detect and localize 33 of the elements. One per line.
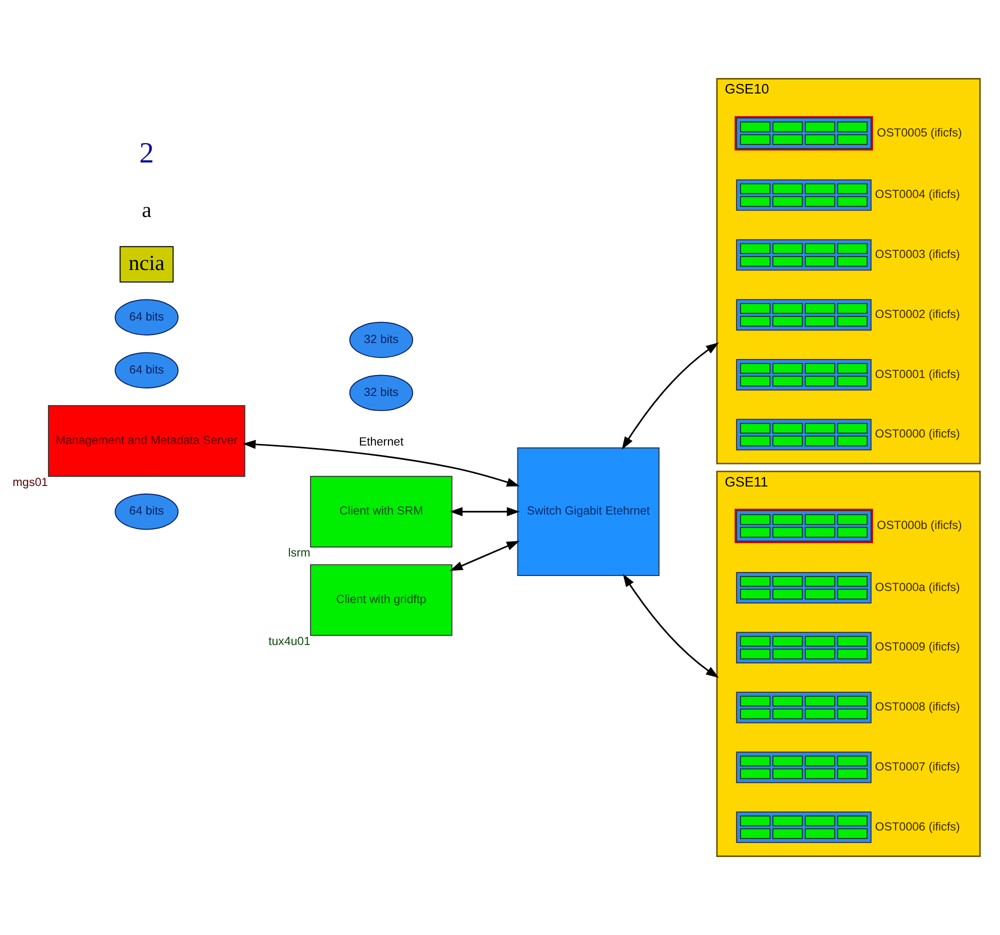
node-box: Management and Metadata Server — [48, 405, 246, 477]
node-label: OST0007 (ificfs) — [874, 760, 960, 774]
node-label: OST0004 (ificfs) — [874, 188, 960, 202]
node-label: OST0003 (ificfs) — [874, 248, 960, 262]
arrow — [450, 507, 520, 516]
node-label: OST0005 (ificfs) — [876, 126, 962, 140]
node-label: OST0008 (ificfs) — [874, 700, 960, 714]
node-box: Client with gridftp — [310, 564, 452, 636]
node-ellipse: 64 bits — [114, 352, 179, 388]
label: 2 — [139, 138, 154, 170]
node-label: OST0002 (ificfs) — [874, 308, 960, 321]
node-label: OST0001 (ificfs) — [874, 368, 960, 381]
node-label: OST0000 (ificfs) — [874, 428, 960, 441]
node-label: lsrm — [288, 546, 310, 560]
label: ncia — [128, 250, 165, 275]
node-label: OST000b (ificfs) — [876, 518, 962, 532]
node-label: OST0009 (ificfs) — [874, 640, 960, 654]
node-ellipse: 32 bits — [349, 374, 414, 412]
arrow — [622, 342, 719, 450]
node-label: mgs01 — [12, 476, 48, 489]
node-ellipse: 64 bits — [114, 299, 179, 336]
arrow — [622, 574, 719, 678]
node-ellipse: 64 bits — [114, 494, 179, 530]
label: a — [142, 198, 152, 222]
node-label: OST0006 (ificfs) — [874, 820, 960, 834]
arrow — [450, 540, 520, 571]
arrow — [242, 440, 520, 487]
edge-label: Ethernet — [358, 436, 404, 449]
node-box: Client with SRM — [310, 476, 452, 548]
node-label: OST000a (ificfs) — [874, 580, 960, 594]
node-box: Switch Gigabit Etehrnet — [517, 447, 660, 576]
node-label: tux4u01 — [268, 634, 310, 648]
node-ellipse: 32 bits — [349, 322, 414, 358]
